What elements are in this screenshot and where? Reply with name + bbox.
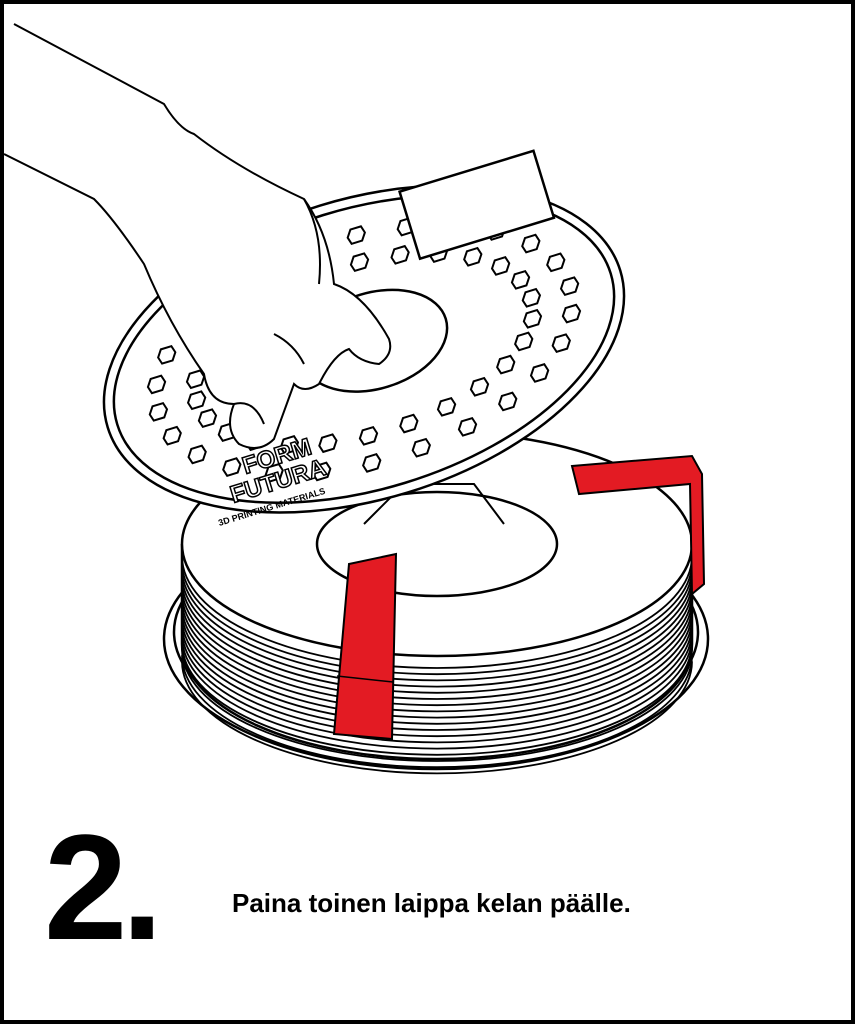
flange-hex-cutout — [162, 425, 182, 446]
winding-line — [181, 636, 693, 750]
flange-hex-cutout — [463, 246, 483, 267]
flange-hex-cutout — [436, 396, 457, 417]
flange-hex-cutout — [551, 333, 571, 354]
flange-hex-cutout — [187, 444, 207, 465]
step-number: 2. — [44, 803, 163, 971]
winding-line — [181, 630, 693, 744]
flange-hex-cutout — [510, 269, 531, 290]
flange-hex-cutout — [561, 303, 582, 324]
flange-hex-cutout — [514, 331, 534, 352]
flange-hex-cutout — [362, 452, 382, 473]
flange-hex-cutout — [197, 408, 218, 429]
flange-hex-cutout — [390, 244, 410, 265]
flange-hex-cutout — [146, 374, 167, 395]
winding-line — [181, 574, 693, 688]
flange-hex-cutout — [521, 287, 542, 308]
flange-hex-cutout — [358, 425, 379, 446]
flange-hex-cutout — [346, 225, 366, 246]
winding-line — [181, 568, 693, 682]
winding-line — [181, 611, 693, 725]
flange-hex-cutout — [264, 462, 284, 483]
winding-line — [181, 562, 693, 676]
flange-hex-cutout — [490, 256, 511, 276]
flange-hex-cutout — [546, 252, 566, 273]
flange-hex-cutout — [312, 461, 332, 482]
flange-hex-cutout — [279, 435, 300, 455]
winding-line — [181, 605, 693, 719]
flange-hex-cutout — [496, 354, 516, 375]
spool-illustration: FORM FUTURA 3D PRINTING MATERIALS — [4, 23, 710, 775]
winding-line — [181, 599, 693, 713]
flange-hex-cutout — [411, 437, 431, 458]
winding-line — [181, 555, 693, 669]
flange-hex-cutout — [349, 252, 370, 273]
winding-line — [181, 642, 693, 756]
winding-line — [181, 661, 693, 775]
winding-line — [181, 648, 693, 762]
winding-line — [181, 655, 693, 769]
red-retaining-band-side — [570, 454, 706, 597]
flange-hex-cutout — [498, 391, 518, 412]
flange-hex-cutout — [457, 416, 478, 437]
hand-illustration — [4, 23, 392, 449]
flange-hex-cutout — [186, 390, 207, 411]
flange-hex-cutout — [148, 401, 169, 422]
flange-hex-cutout — [469, 376, 490, 397]
red-retaining-band-front — [332, 552, 398, 741]
flange-hex-cutout — [222, 457, 242, 477]
winding-line — [181, 624, 693, 738]
flange-hex-cutout — [157, 344, 177, 365]
flange-hex-cutout — [529, 363, 550, 383]
winding-line — [181, 593, 693, 707]
step-caption: Paina toinen laippa kelan päälle. — [232, 888, 631, 918]
winding-line — [181, 586, 693, 700]
flange-hex-cutout — [559, 276, 580, 297]
flange-hex-cutout — [522, 308, 543, 329]
winding-line — [181, 580, 693, 694]
flange-hex-cutout — [318, 433, 338, 454]
flange-hex-cutout — [399, 413, 419, 434]
flange-hex-cutout — [521, 233, 541, 254]
winding-line — [181, 617, 693, 731]
